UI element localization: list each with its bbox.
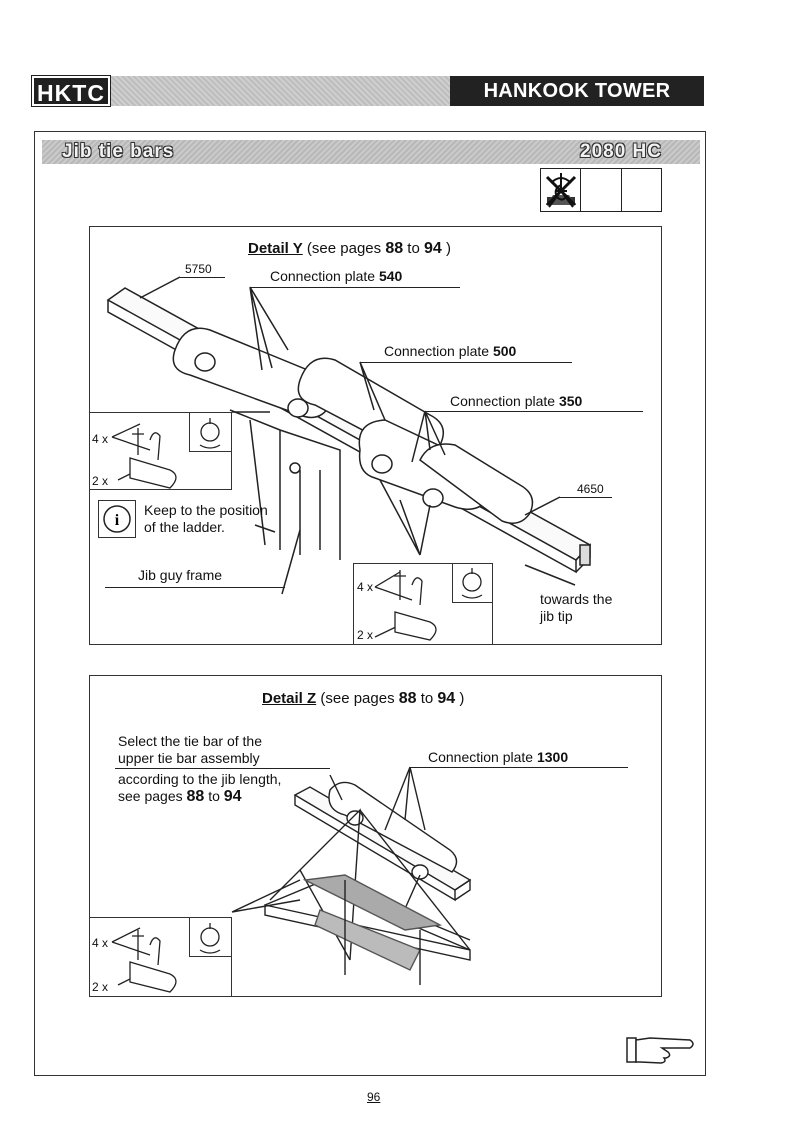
detail-y-label: Detail Y: [248, 240, 303, 257]
detail-y-page-from: 88: [385, 240, 404, 257]
detail-z-see: (see pages: [320, 690, 395, 707]
pin-inset-y-bottom: [353, 563, 493, 645]
select-line-3: according to the jib length,: [118, 771, 282, 787]
detail-z-page-from: 88: [398, 690, 417, 707]
plate-1300-label: Connection plate 1300: [428, 749, 569, 765]
qty-2x-z: 2 x: [92, 980, 109, 994]
info-line-2: of the ladder.: [144, 519, 225, 535]
pin-inset-z-symbol: [189, 917, 232, 957]
hook-icon: [548, 169, 661, 211]
info-line-1: Keep to the position: [144, 502, 268, 518]
dimension-4650: 4650: [577, 482, 604, 496]
detail-z-heading: Detail Z (see pages 88 to 94 ): [262, 690, 464, 708]
jib-guy-frame-label: Jib guy frame: [138, 567, 223, 583]
model-number: 2080 HC: [580, 141, 662, 162]
pin-inset-y-bottom-symbol: [452, 563, 493, 603]
brand-title: HANKOOK TOWER CRANE: [450, 76, 704, 132]
hktc-logo: HKTC: [31, 75, 111, 107]
detail-y-heading: Detail Y (see pages 88 to 94 ): [248, 240, 451, 258]
detail-y-close: ): [445, 240, 451, 257]
page-number: 96: [367, 1090, 381, 1104]
detail-y-see: (see pages: [306, 240, 382, 257]
detail-y-to: to: [407, 240, 420, 257]
svg-text:i: i: [115, 512, 120, 529]
plate-500-label: Connection plate 500: [384, 343, 517, 359]
detail-z-page-to: 94: [437, 690, 456, 707]
qty-2x-y-bottom: 2 x: [357, 628, 374, 642]
detail-z-label: Detail Z: [262, 690, 317, 707]
detail-y-page-to: 94: [423, 240, 442, 257]
select-line-2: upper tie bar assembly: [118, 750, 260, 766]
detail-z-to: to: [420, 690, 434, 707]
plate-540-label: Connection plate 540: [270, 268, 403, 284]
towards-line-2: jib tip: [540, 608, 573, 624]
prohibited-icon: [545, 169, 622, 211]
page-frame: [34, 131, 706, 1076]
detail-z-box: [89, 675, 662, 997]
qty-4x-y-left: 4 x: [92, 432, 109, 446]
info-box: i: [98, 500, 136, 538]
pin-inset-y-left-symbol: [189, 412, 232, 452]
qty-2x-y-left: 2 x: [92, 474, 109, 488]
plate-350-label: Connection plate 350: [450, 393, 583, 409]
info-icon: i: [103, 505, 131, 533]
symbol-strip: [540, 168, 662, 212]
qty-4x-z: 4 x: [92, 936, 109, 950]
section-title: Jib tie bars: [62, 141, 175, 162]
select-line-1: Select the tie bar of the: [118, 733, 262, 749]
select-line-4: see pages 88 to 94: [118, 788, 242, 805]
pin-inset-z: [89, 917, 232, 997]
towards-line-1: towards the: [540, 591, 613, 607]
dimension-5750: 5750: [185, 262, 212, 276]
detail-z-close: ): [459, 690, 465, 707]
section-title-band: [42, 140, 700, 164]
qty-4x-y-bottom: 4 x: [357, 580, 374, 594]
